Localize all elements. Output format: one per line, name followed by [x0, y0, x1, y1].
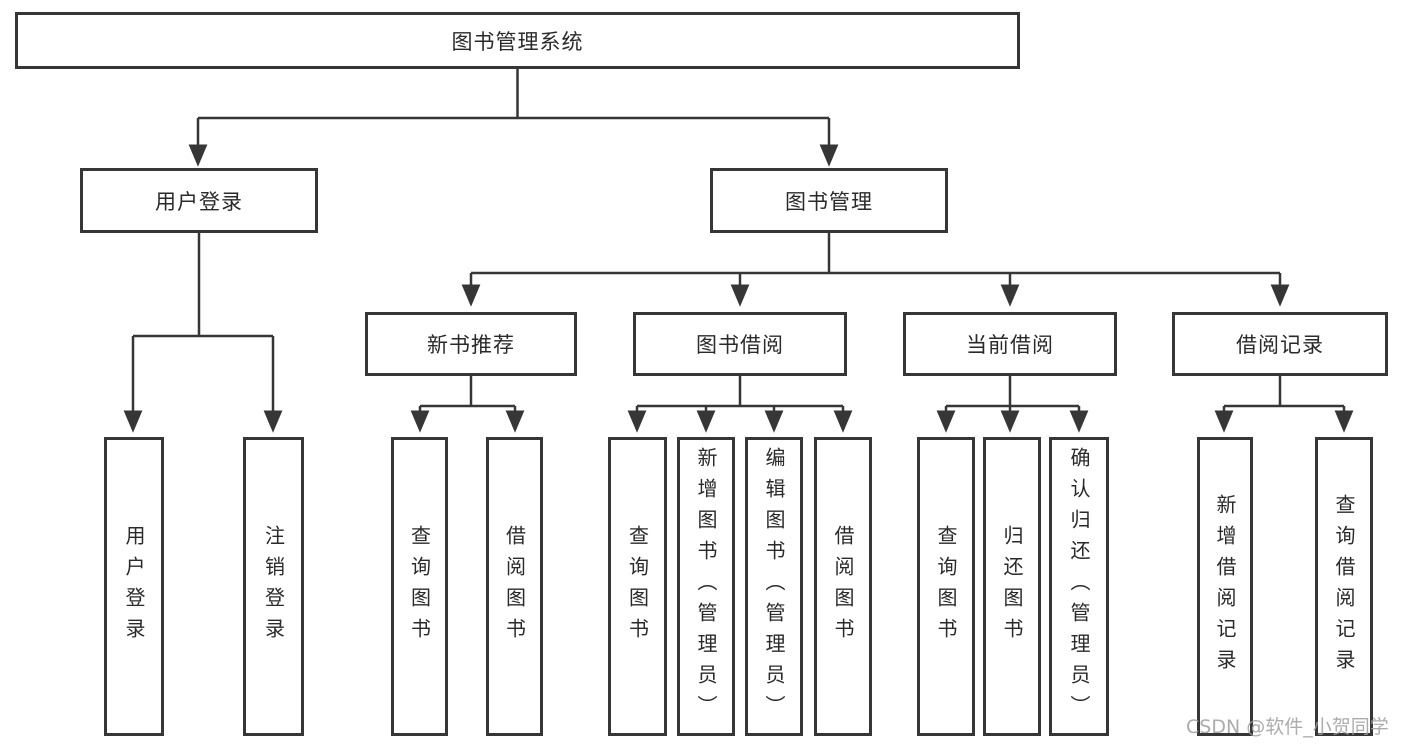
- leaf-add-book-admin-label: 新增图书（管理员）: [694, 447, 718, 726]
- csdn-watermark: CSDN @软件_小贺同学: [1186, 716, 1389, 738]
- leaf-query-books-recommend-label: 查询图书: [407, 524, 432, 649]
- node-new-book-recommend-label: 新书推荐: [427, 333, 515, 357]
- leaf-borrow-books: 借阅图书: [814, 437, 872, 736]
- leaf-add-borrow-record-label: 新增借阅记录: [1213, 493, 1237, 680]
- node-library-system-label: 图书管理系统: [451, 29, 584, 54]
- leaf-borrow-books-recommend: 借阅图书: [486, 437, 543, 736]
- leaf-confirm-return-admin-label: 确认归还（管理员）: [1067, 447, 1091, 726]
- leaf-confirm-return-admin: 确认归还（管理员）: [1049, 437, 1109, 736]
- leaf-user-login: 用户登录: [104, 437, 164, 736]
- node-book-borrow-label: 图书借阅: [696, 333, 784, 357]
- leaf-borrow-books-recommend-label: 借阅图书: [502, 524, 527, 649]
- node-current-borrow: 当前借阅: [903, 312, 1117, 376]
- leaf-logout: 注销登录: [243, 437, 304, 736]
- node-borrow-records: 借阅记录: [1172, 312, 1388, 376]
- leaf-return-books: 归还图书: [983, 437, 1041, 736]
- leaf-return-books-label: 归还图书: [1000, 524, 1024, 649]
- node-book-management-label: 图书管理: [785, 189, 873, 214]
- node-user-login-label: 用户登录: [155, 189, 243, 214]
- node-current-borrow-label: 当前借阅: [966, 333, 1054, 357]
- node-book-management: 图书管理: [710, 168, 948, 233]
- node-new-book-recommend: 新书推荐: [365, 312, 577, 376]
- node-library-system: 图书管理系统: [15, 12, 1020, 69]
- leaf-user-login-label: 用户登录: [122, 524, 146, 649]
- leaf-query-books-current: 查询图书: [917, 437, 975, 736]
- leaf-query-books-borrow: 查询图书: [608, 437, 667, 736]
- leaf-edit-book-admin: 编辑图书（管理员）: [745, 437, 803, 736]
- node-user-login: 用户登录: [80, 168, 318, 233]
- leaf-borrow-books-label: 借阅图书: [831, 524, 855, 649]
- node-book-borrow: 图书借阅: [633, 312, 847, 376]
- leaf-logout-label: 注销登录: [261, 524, 286, 649]
- leaf-query-borrow-record-label: 查询借阅记录: [1332, 493, 1356, 680]
- leaf-edit-book-admin-label: 编辑图书（管理员）: [762, 447, 786, 726]
- leaf-query-books-borrow-label: 查询图书: [625, 524, 650, 649]
- node-borrow-records-label: 借阅记录: [1236, 333, 1324, 357]
- leaf-query-borrow-record: 查询借阅记录: [1315, 437, 1373, 736]
- leaf-query-books-recommend: 查询图书: [391, 437, 448, 736]
- leaf-add-borrow-record: 新增借阅记录: [1197, 437, 1253, 736]
- leaf-add-book-admin: 新增图书（管理员）: [677, 437, 735, 736]
- leaf-query-books-current-label: 查询图书: [934, 524, 958, 649]
